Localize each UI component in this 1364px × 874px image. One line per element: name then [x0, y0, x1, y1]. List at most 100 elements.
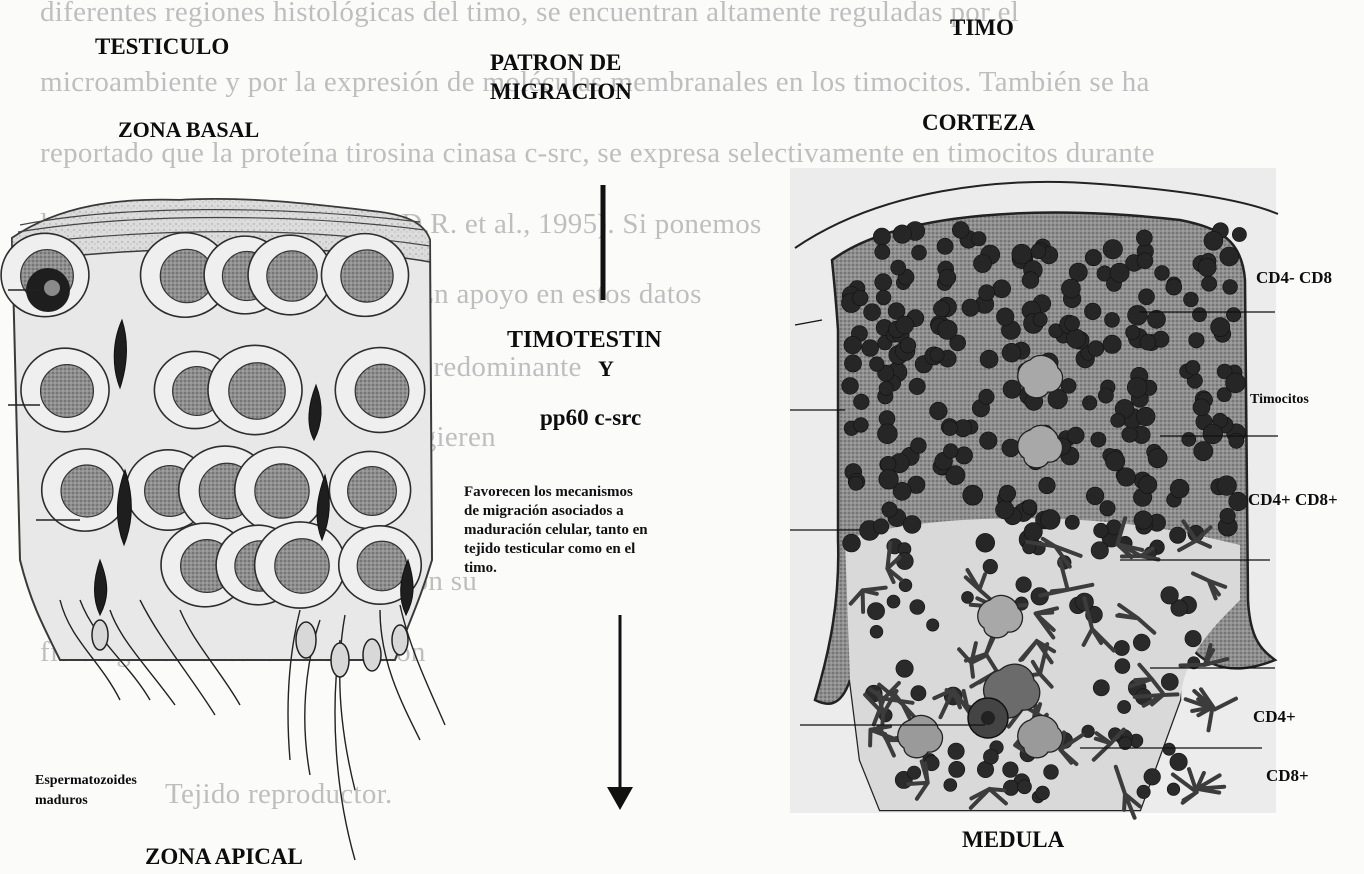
spermatocyte-nucleus — [348, 467, 397, 516]
timotestin-label: TIMOTESTIN — [507, 327, 662, 354]
spermatocyte-nucleus — [357, 541, 407, 591]
thymocyte — [879, 381, 893, 395]
thymocyte — [996, 308, 1014, 326]
thymocyte — [983, 559, 998, 574]
thymocyte — [1115, 659, 1130, 674]
thymocyte — [1098, 388, 1113, 403]
thymocyte — [1211, 318, 1230, 337]
thymus-title: TIMO — [950, 15, 1014, 41]
conjunction-label: Y — [598, 356, 614, 382]
thymocyte — [1137, 407, 1156, 426]
thymocyte — [910, 600, 925, 615]
lower-arrow-head — [607, 787, 633, 810]
cd4-neg-cd8-neg-label: CD4- CD8 — [1256, 268, 1332, 288]
thymocyte — [1114, 640, 1129, 655]
thymocyte — [875, 274, 892, 291]
thymocyte — [873, 519, 888, 534]
thymocyte — [1161, 587, 1179, 605]
thymocyte — [1118, 700, 1131, 713]
thymocyte — [1194, 442, 1213, 461]
thymocyte — [875, 244, 890, 259]
thymocyte — [1091, 542, 1108, 559]
caption-line: de migración asociados a — [464, 502, 754, 521]
thymocyte — [1204, 231, 1223, 250]
thymocyte — [864, 304, 881, 321]
thymocyte — [1203, 424, 1223, 444]
thymocyte — [1170, 527, 1186, 543]
thymocyte — [1085, 249, 1101, 265]
testis-title: TESTICULO — [95, 34, 229, 60]
mature-sperm-label-line2: maduros — [35, 793, 88, 809]
thymocyte — [882, 502, 897, 517]
thymocyte — [1093, 680, 1109, 696]
thymocyte — [1003, 780, 1018, 795]
thymocyte — [1185, 630, 1201, 646]
thymocyte — [1220, 508, 1235, 523]
thymocyte — [911, 686, 926, 701]
thymocyte — [1126, 325, 1140, 339]
thymocyte — [1189, 333, 1204, 348]
basal-zone-label: ZONA BASAL — [118, 117, 259, 143]
thymocyte — [909, 378, 925, 394]
thymus-lobule-illustration — [790, 168, 1278, 818]
thymocyte — [980, 432, 997, 449]
thymocyte — [938, 320, 958, 340]
thymocyte — [1086, 487, 1104, 505]
thymocyte — [1137, 253, 1153, 269]
thymocyte — [1226, 373, 1246, 393]
thymocyte — [974, 254, 992, 272]
caption-line: maduración celular, tanto en — [464, 521, 754, 540]
thymocyte — [1094, 523, 1109, 538]
thymocyte — [1148, 310, 1166, 328]
thymocyte — [1103, 335, 1121, 353]
thymocyte — [1217, 476, 1237, 496]
thymocyte — [1018, 780, 1032, 794]
thymocyte — [1067, 329, 1086, 348]
thymocyte — [939, 269, 956, 286]
thymocyte — [844, 336, 862, 354]
thymocyte — [1198, 258, 1216, 276]
thymocyte — [1144, 769, 1161, 786]
thymocyte — [1220, 247, 1239, 266]
thymocyte — [896, 316, 914, 334]
thymocyte — [1039, 477, 1056, 494]
thymocyte — [1022, 500, 1037, 515]
thymocyte — [1016, 577, 1032, 593]
thymocyte — [879, 470, 899, 490]
thymocyte — [1137, 785, 1150, 798]
thymocyte — [1024, 523, 1042, 541]
thymocytes-label: Timocitos — [1250, 392, 1309, 408]
thymocyte — [844, 355, 861, 372]
thymocyte — [1128, 305, 1148, 325]
medulla-label: MEDULA — [962, 827, 1064, 853]
thymocyte — [1193, 399, 1210, 416]
caption-line: tejido testicular como en el — [464, 540, 754, 559]
thymocyte — [1202, 276, 1217, 291]
thymocyte — [896, 660, 913, 677]
migration-pattern-title-line1: PATRON DE — [490, 50, 621, 76]
thymocyte — [949, 761, 965, 777]
thymocyte — [1002, 439, 1020, 457]
testis-tissue-illustration — [1, 199, 445, 860]
thymocyte — [933, 301, 949, 317]
pp60-csrc-label: pp60 c-src — [540, 405, 641, 431]
thymocyte — [1084, 303, 1101, 320]
spermatocyte-nucleus — [267, 251, 317, 301]
migration-pattern-title-line2: MIGRACION — [490, 79, 632, 105]
thymocyte — [1003, 380, 1021, 398]
apical-zone-label: ZONA APICAL — [145, 844, 303, 870]
thymocyte — [1065, 515, 1079, 529]
thymocyte — [1122, 427, 1138, 443]
thymocyte — [1186, 360, 1200, 374]
thymocyte — [983, 749, 998, 764]
thymocyte — [979, 389, 994, 404]
thymocyte — [891, 260, 906, 275]
thymocyte — [979, 285, 995, 301]
thymocyte — [1091, 432, 1106, 447]
thymocyte — [1068, 427, 1085, 444]
thymocyte — [878, 424, 898, 444]
thymocyte — [1036, 786, 1050, 800]
thymocyte — [1163, 743, 1175, 755]
thymocyte — [1161, 673, 1178, 690]
thymocyte — [873, 228, 890, 245]
